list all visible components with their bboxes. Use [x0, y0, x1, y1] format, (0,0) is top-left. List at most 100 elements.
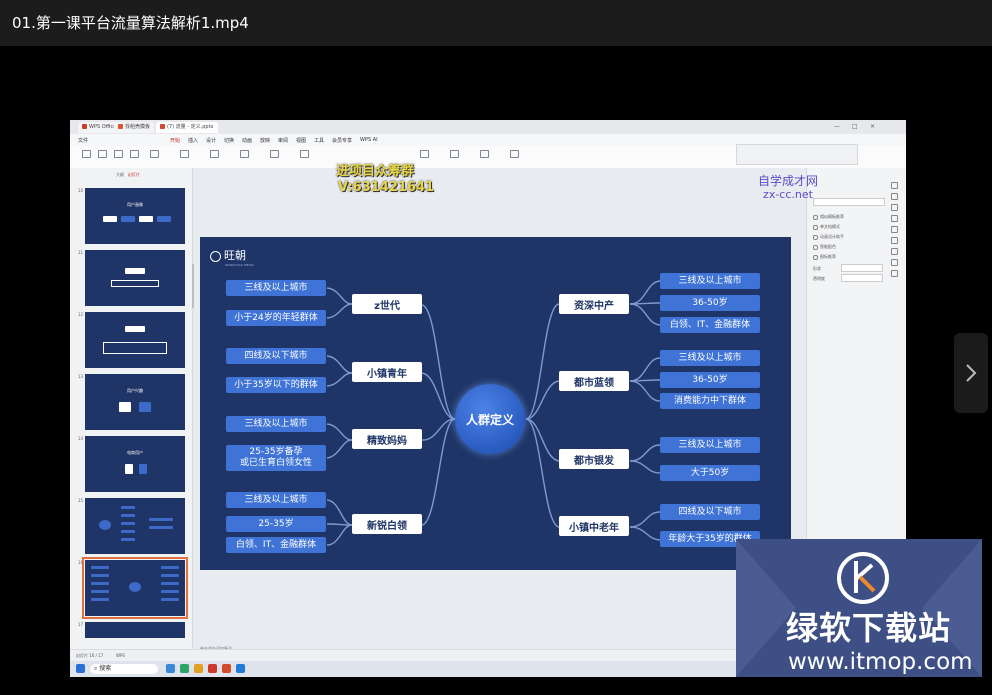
- menu-slideshow[interactable]: 放映: [260, 138, 271, 144]
- font-icon[interactable]: [210, 150, 219, 158]
- panel-option[interactable]: 动画设计助手: [813, 234, 844, 240]
- text-box-icon[interactable]: [480, 150, 489, 158]
- category-refined-moms: 精致妈妈: [352, 429, 422, 449]
- tool-icon[interactable]: [890, 182, 898, 189]
- new-slide-icon[interactable]: [150, 150, 159, 158]
- tool-icon[interactable]: [890, 259, 898, 266]
- picture-icon[interactable]: [510, 150, 519, 158]
- format-painter-icon[interactable]: [82, 150, 91, 158]
- cut-icon[interactable]: [114, 150, 123, 158]
- menu-insert[interactable]: 插入: [188, 138, 199, 144]
- thumb-box: [149, 526, 173, 529]
- thumb-box: [121, 216, 135, 222]
- menu-member[interactable]: 会员专享: [332, 138, 353, 144]
- wps-status-bar: 幻灯片 16 / 17 WPS: [70, 649, 906, 662]
- panel-option[interactable]: 图标推荐: [813, 254, 836, 260]
- tab-pptx[interactable]: (7) 流量 - 定义.pptx: [156, 122, 218, 133]
- tab-template[interactable]: 找稻壳模板: [114, 122, 155, 133]
- thumbnail-scrollbar[interactable]: [192, 264, 194, 308]
- menu-tools[interactable]: 工具: [314, 138, 325, 144]
- thumb-box: [103, 216, 117, 222]
- thumbnail-slide-10[interactable]: 用户画像: [85, 188, 185, 244]
- thumb-header: 大纲 幻灯片: [116, 172, 140, 178]
- current-slide[interactable]: 旺朝 WANGCHAO MEDIA: [200, 237, 791, 570]
- video-title: 01.第一课平台流量算法解析1.mp4: [12, 14, 249, 32]
- category-small-town-youth: 小镇青年: [352, 362, 422, 382]
- thumbnail-slide-15[interactable]: [85, 498, 185, 554]
- paragraph-icon[interactable]: [270, 150, 279, 158]
- arrange-icon[interactable]: [450, 150, 459, 158]
- thumbnail-slide-16[interactable]: [82, 557, 188, 619]
- menu-design[interactable]: 设计: [206, 138, 217, 144]
- group-item: 年龄大于35岁的群体: [660, 531, 760, 547]
- tool-icon[interactable]: [890, 226, 898, 233]
- thumb-number: 12: [78, 312, 84, 317]
- ribbon-search-box[interactable]: [736, 144, 858, 165]
- menu-animation[interactable]: 动画: [242, 138, 253, 144]
- thumbnail-slide-11[interactable]: [85, 250, 185, 306]
- minimize-icon[interactable]: —: [834, 123, 840, 130]
- thumb-number: 17: [78, 622, 84, 627]
- panel-option[interactable]: 相似模板推荐: [813, 214, 844, 220]
- close-icon[interactable]: ×: [870, 123, 876, 130]
- layout-icon[interactable]: [180, 150, 189, 158]
- thumb-box: [125, 326, 145, 332]
- windows-start-icon[interactable]: [76, 664, 85, 673]
- tool-icon[interactable]: [890, 237, 898, 244]
- taskbar-app-icon[interactable]: [222, 664, 231, 673]
- menu-review[interactable]: 审阅: [278, 138, 289, 144]
- shape-icon[interactable]: [420, 150, 429, 158]
- align-icon[interactable]: [300, 150, 309, 158]
- thumbnail-slide-14[interactable]: 电商用户: [85, 436, 185, 492]
- tool-icon[interactable]: [890, 248, 898, 255]
- thumb-number: 14: [78, 436, 84, 441]
- thumb-box: [125, 268, 145, 274]
- outline-tab[interactable]: 大纲: [116, 172, 124, 177]
- taskbar-app-icon[interactable]: [194, 664, 203, 673]
- copy-icon[interactable]: [130, 150, 139, 158]
- taskbar-search[interactable]: ⌕ 搜索: [90, 664, 158, 674]
- menu-transition[interactable]: 切换: [224, 138, 235, 144]
- tab-wps-office[interactable]: WPS Office: [78, 122, 121, 133]
- tool-icon[interactable]: [890, 215, 898, 222]
- tool-icon[interactable]: [890, 204, 898, 211]
- tool-icon[interactable]: [890, 193, 898, 200]
- thumb-box: [121, 530, 135, 533]
- menu-wps-ai[interactable]: WPS AI: [360, 137, 378, 143]
- transparency-field[interactable]: [841, 274, 883, 282]
- panel-option[interactable]: 单文档模式: [813, 224, 840, 230]
- bold-icon[interactable]: [240, 150, 249, 158]
- thumb-box: [91, 582, 109, 585]
- menu-home[interactable]: 开始: [170, 138, 181, 144]
- menu-file[interactable]: 文件: [78, 138, 89, 144]
- group-item: 25-35岁: [226, 516, 326, 532]
- thumb-box: [103, 342, 167, 354]
- thumbnail-slide-13[interactable]: 用户兴趣: [85, 374, 185, 430]
- watermark-decor: [922, 539, 982, 677]
- panel-dropdown[interactable]: [813, 198, 885, 206]
- taskbar-app-icon[interactable]: [208, 664, 217, 673]
- site-watermark-cn: 自学成才网: [758, 174, 819, 188]
- next-video-button[interactable]: [954, 333, 988, 413]
- thumb-box: [161, 598, 179, 601]
- taskbar-app-icon[interactable]: [236, 664, 245, 673]
- maximize-icon[interactable]: □: [852, 123, 858, 130]
- thumb-box: [161, 590, 179, 593]
- slides-tab[interactable]: 幻灯片: [127, 172, 140, 177]
- tool-icon[interactable]: [890, 270, 898, 277]
- thumb-box: [139, 464, 147, 474]
- logo-mark-icon: [210, 250, 221, 262]
- thumb-box: [125, 464, 133, 474]
- slide-notes[interactable]: 单击此处添加备注: [200, 646, 232, 652]
- thumbnail-slide-17[interactable]: [85, 622, 185, 638]
- thumbnail-slide-12[interactable]: [85, 312, 185, 368]
- panel-option[interactable]: 智能配色: [813, 244, 836, 250]
- thumb-box: [139, 216, 153, 222]
- panel-label: 透明度: [813, 276, 825, 281]
- paste-icon[interactable]: [98, 150, 107, 158]
- menu-view[interactable]: 视图: [296, 138, 307, 144]
- taskbar-app-icon[interactable]: [166, 664, 175, 673]
- shape-field[interactable]: [841, 264, 883, 272]
- taskbar-app-icon[interactable]: [180, 664, 189, 673]
- thumb-number: 13: [78, 374, 84, 379]
